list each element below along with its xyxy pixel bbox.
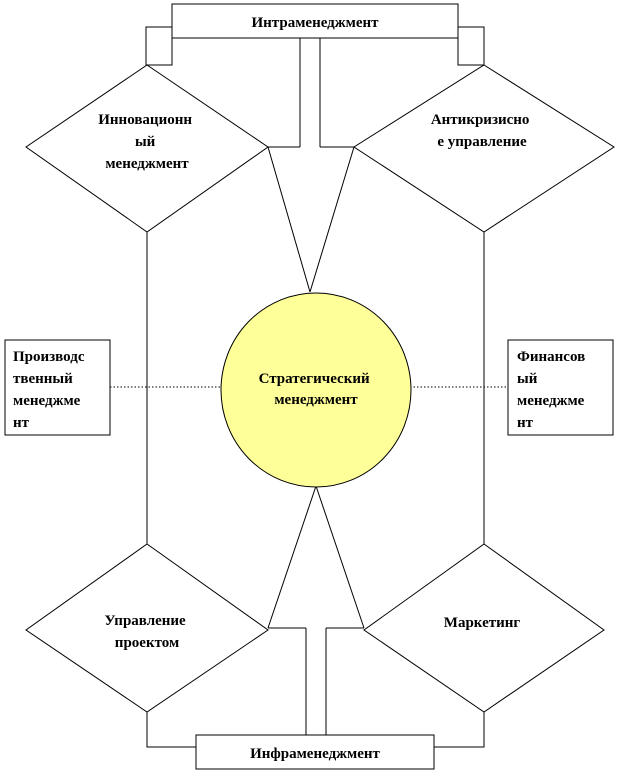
bottom-funnel-right-slope	[315, 485, 365, 629]
financial-box	[507, 339, 614, 436]
anticrisis-line-2: е управление	[437, 134, 527, 150]
strategic-line-1: Стратегический	[259, 371, 370, 387]
anticrisis-label: Антикризисно е управление	[431, 112, 533, 150]
production-line-4: нт	[13, 415, 30, 431]
innovation-line-3: менеджмент	[105, 156, 189, 172]
project-line-1: Управление	[105, 613, 187, 629]
top-funnel-left-slope	[267, 146, 311, 293]
financial-label: Финансов ый менеджме нт	[517, 349, 589, 431]
project-label: Управление проектом	[105, 613, 190, 651]
right-bottom-bracket	[434, 712, 485, 748]
intramanagement-label: Интраменеджмент	[251, 15, 379, 31]
left-top-tab	[145, 26, 173, 66]
financial-line-1: Финансов	[517, 349, 585, 365]
inframanagement-label: Инфраменеджмент	[250, 746, 380, 762]
strategic-label: Стратегический менеджмент	[259, 371, 374, 408]
production-line-1: Производс	[13, 349, 85, 365]
production-box	[4, 339, 111, 436]
innovation-line-1: Инновационн	[98, 112, 192, 128]
financial-line-3: менеджме	[517, 393, 585, 409]
inframanagement-box	[195, 734, 435, 770]
right-top-tab	[457, 26, 485, 66]
production-line-2: твенный	[13, 371, 73, 387]
left-bottom-bracket	[146, 712, 196, 748]
financial-line-4: нт	[517, 415, 534, 431]
production-label: Производс твенный менеджме нт	[13, 349, 88, 431]
financial-line-2: ый	[517, 371, 538, 387]
strategic-circle	[220, 292, 412, 488]
top-funnel-right-slope	[309, 146, 355, 293]
project-line-2: проектом	[115, 635, 179, 651]
innovation-line-2: ый	[135, 134, 156, 150]
anticrisis-line-1: Антикризисно	[431, 112, 530, 128]
bottom-funnel-left-slope	[267, 485, 317, 629]
production-line-3: менеджме	[13, 393, 81, 409]
intramanagement-box	[171, 3, 459, 39]
strategic-line-2: менеджмент	[274, 392, 358, 408]
innovation-label: Инновационн ый менеджмент	[98, 112, 196, 172]
marketing-label: Маркетинг	[444, 615, 521, 631]
